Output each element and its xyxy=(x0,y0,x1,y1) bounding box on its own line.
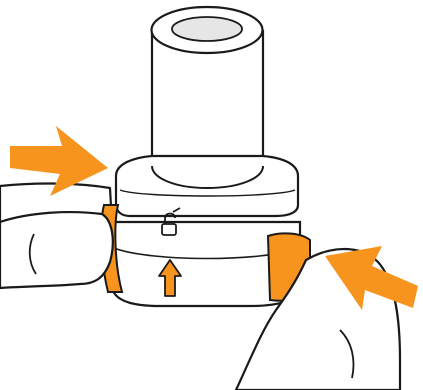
upper-housing xyxy=(116,156,298,216)
mouthpiece-opening xyxy=(172,17,242,41)
left-hand-finger xyxy=(0,212,113,288)
